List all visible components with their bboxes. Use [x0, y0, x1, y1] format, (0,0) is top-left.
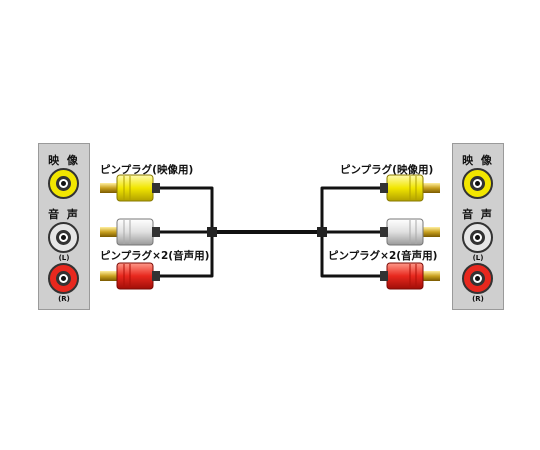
left-video-label: 映 像: [48, 154, 80, 167]
cable-lines: [155, 186, 385, 278]
right-video-jack: [462, 168, 493, 199]
left-l-label: (L): [58, 254, 70, 262]
left-video-jack: [48, 168, 79, 199]
left-jack-panel: 映 像 音 声 (L) (R): [38, 143, 90, 310]
right-video-plug-label: ピンプラグ(映像用): [340, 164, 434, 176]
left-white-plug: [100, 218, 160, 246]
right-r-label: (R): [472, 295, 484, 303]
left-yellow-plug: [100, 174, 160, 202]
left-audio-l-jack: [48, 222, 79, 253]
right-white-plug: [380, 218, 440, 246]
left-r-label: (R): [58, 295, 70, 303]
left-audio-label: 音 声: [48, 208, 80, 221]
right-jack-panel: 映 像 音 声 (L) (R): [452, 143, 504, 310]
right-video-label: 映 像: [462, 154, 494, 167]
right-audio-plug-label: ピンプラグ×2(音声用): [328, 250, 438, 262]
right-red-plug: [380, 262, 440, 290]
left-audio-r-jack: [48, 263, 79, 294]
right-yellow-plug: [380, 174, 440, 202]
left-cable-junction: [207, 227, 217, 237]
right-audio-label: 音 声: [462, 208, 494, 221]
right-l-label: (L): [472, 254, 484, 262]
right-cable-junction: [317, 227, 327, 237]
right-audio-r-jack: [462, 263, 493, 294]
left-audio-plug-label: ピンプラグ×2(音声用): [100, 250, 210, 262]
right-audio-l-jack: [462, 222, 493, 253]
left-red-plug: [100, 262, 160, 290]
left-video-plug-label: ピンプラグ(映像用): [100, 164, 194, 176]
